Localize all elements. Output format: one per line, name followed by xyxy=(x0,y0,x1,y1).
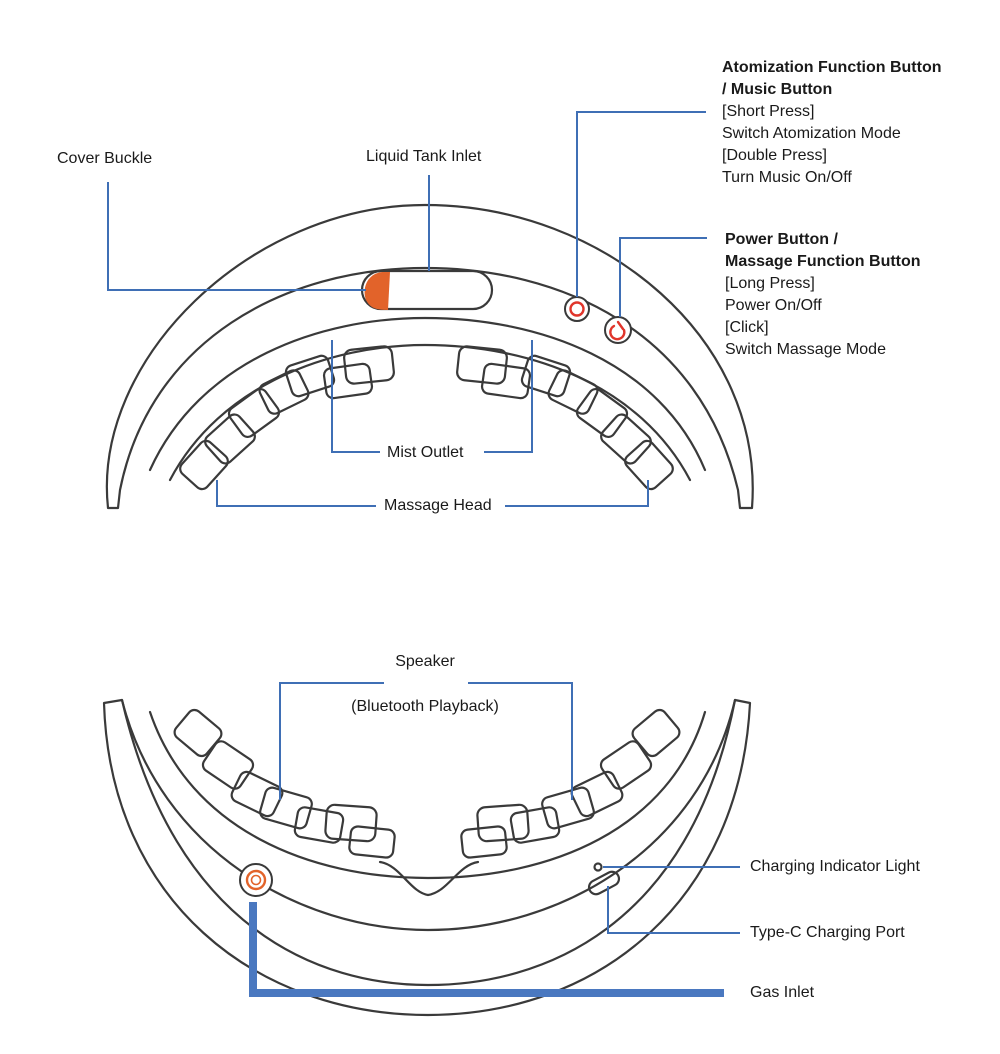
power-button-title-1: Power Button / xyxy=(725,231,838,248)
power-button-marker xyxy=(604,316,632,344)
speaker-leader-right xyxy=(468,682,573,800)
bottom-view-inner-band xyxy=(148,710,707,880)
power-button-line-2: Power On/Off xyxy=(725,297,822,314)
atomization-button-description: Atomization Function Button / Music Butt… xyxy=(722,57,942,189)
bottom-view-mid-band xyxy=(120,698,737,932)
cover-buckle-marker xyxy=(364,272,390,310)
atomization-button-title-2: / Music Button xyxy=(722,81,833,98)
cover-buckle-label: Cover Buckle xyxy=(57,150,153,167)
power-icon xyxy=(609,324,626,341)
bottom-view xyxy=(102,698,752,1017)
atomization-button-line-4: Turn Music On/Off xyxy=(722,169,852,186)
type-c-leader xyxy=(607,886,740,934)
atomization-button-line-2: Switch Atomization Mode xyxy=(722,125,901,142)
bluetooth-playback-label: (Bluetooth Playback) xyxy=(351,698,499,715)
atomization-button-title-1: Atomization Function Button xyxy=(722,59,942,76)
speaker-leader-left xyxy=(279,682,384,800)
power-button-line-3: [Click] xyxy=(725,319,769,336)
atomization-button-marker xyxy=(564,296,590,322)
top-massage-heads-right xyxy=(456,345,674,491)
charging-indicator-label: Charging Indicator Light xyxy=(750,858,920,875)
atomization-button-line-3: [Double Press] xyxy=(722,147,827,164)
power-button-description: Power Button / Massage Function Button [… xyxy=(725,229,921,361)
top-view-outer-shell xyxy=(105,203,754,510)
massage-head-leader-left xyxy=(216,480,376,507)
massage-head-leader-right xyxy=(505,480,649,507)
speaker-label: Speaker xyxy=(395,653,455,670)
power-button-leader xyxy=(619,237,707,317)
atomization-button-leader xyxy=(576,111,706,297)
bottom-leader-lines xyxy=(279,682,740,934)
gas-inlet-label: Gas Inlet xyxy=(750,984,815,1001)
mist-outlet-leader-right xyxy=(484,340,533,453)
bottom-massage-heads-right xyxy=(460,708,681,859)
bottom-view-outer-shell xyxy=(102,698,752,1017)
power-button-line-4: Switch Massage Mode xyxy=(725,341,886,358)
top-massage-heads-left xyxy=(179,345,395,491)
bottom-view-nose-bridge xyxy=(378,860,480,897)
cover-buckle-leader xyxy=(107,182,366,291)
liquid-tank-inlet-label: Liquid Tank Inlet xyxy=(366,148,482,165)
gas-inlet-marker xyxy=(239,863,273,897)
power-button-title-2: Massage Function Button xyxy=(725,253,921,270)
atomization-button-line-1: [Short Press] xyxy=(722,103,815,120)
charging-light-shape xyxy=(593,862,603,872)
mist-outlet-label: Mist Outlet xyxy=(387,444,464,461)
top-view-inner-rim xyxy=(148,316,707,472)
top-leader-lines xyxy=(107,111,707,507)
type-c-port-label: Type-C Charging Port xyxy=(750,924,905,941)
power-button-line-1: [Long Press] xyxy=(725,275,815,292)
mist-outlet-leader-left xyxy=(331,340,380,453)
type-c-port-shape xyxy=(587,870,621,896)
bottom-massage-heads-left xyxy=(173,708,396,859)
massage-head-label: Massage Head xyxy=(384,497,492,514)
gas-inlet-leader xyxy=(249,902,724,997)
